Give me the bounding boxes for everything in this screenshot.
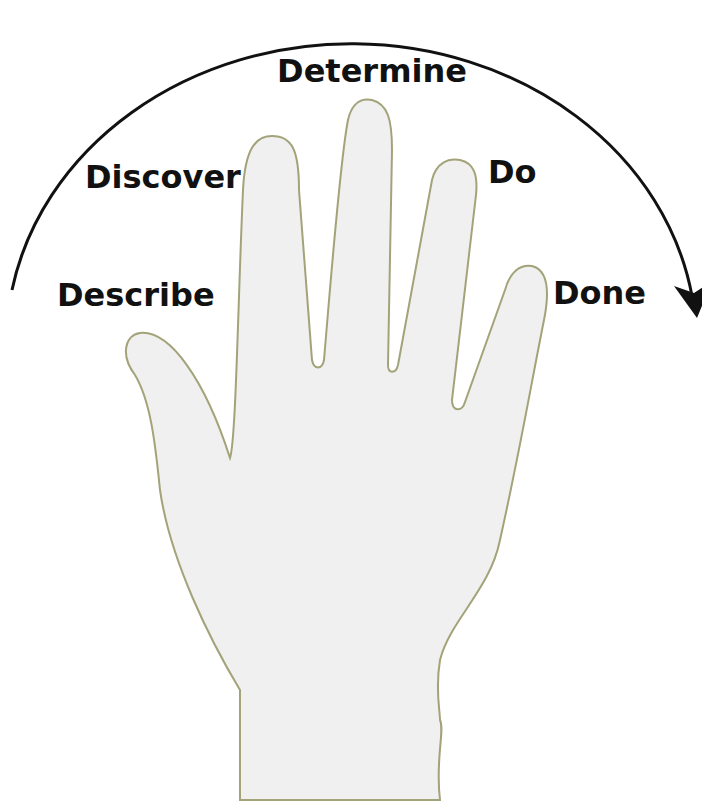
step-label: Describe bbox=[57, 276, 215, 314]
step-label: Do bbox=[488, 153, 537, 191]
step-label: Discover bbox=[85, 158, 241, 196]
step-label: Determine bbox=[277, 52, 467, 90]
arrow-head bbox=[674, 281, 702, 318]
hand-outline bbox=[126, 100, 547, 800]
step-label: Done bbox=[553, 274, 646, 312]
cycle-arc bbox=[12, 44, 692, 296]
